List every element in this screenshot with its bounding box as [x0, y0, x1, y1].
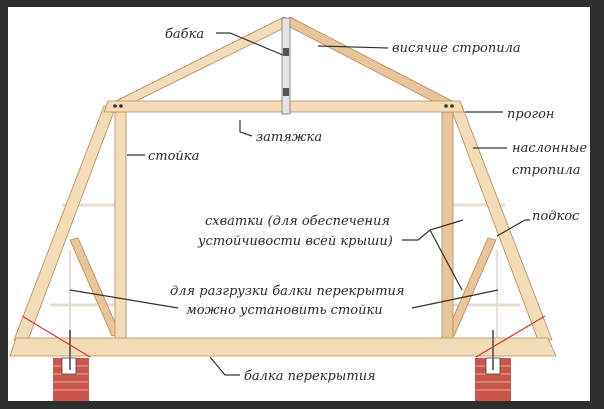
label-babka: бабка — [165, 27, 204, 42]
label-unload-1: для разгрузки балки перекрытия — [170, 284, 405, 299]
label-layered-rafters-1: наслонные — [512, 141, 587, 156]
bolt-heads — [113, 104, 454, 108]
label-purlin: прогон — [507, 107, 554, 122]
strut-right — [445, 237, 497, 337]
label-strut: подкос — [532, 209, 580, 224]
leader-lines — [69, 32, 530, 376]
label-braces-1: схватки (для обеспечения — [205, 214, 390, 229]
label-floor-beam: балка перекрытия — [244, 369, 376, 384]
label-tie: затяжка — [256, 130, 322, 145]
brick-support-right — [475, 330, 511, 401]
label-braces-2: устойчивости всей крыши) — [197, 234, 393, 249]
label-unload-2: можно установить стойки — [186, 303, 383, 318]
label-post: стойка — [148, 149, 199, 164]
king-post — [281, 17, 291, 115]
post-right — [441, 111, 454, 345]
brick-support-left — [53, 330, 89, 401]
label-hanging-rafters: висячие стропила — [392, 41, 521, 56]
floor-beam — [9, 337, 557, 357]
post-left — [114, 111, 127, 345]
red-guide-lines — [21, 315, 546, 358]
label-layered-rafters-2: стропила — [512, 163, 581, 178]
